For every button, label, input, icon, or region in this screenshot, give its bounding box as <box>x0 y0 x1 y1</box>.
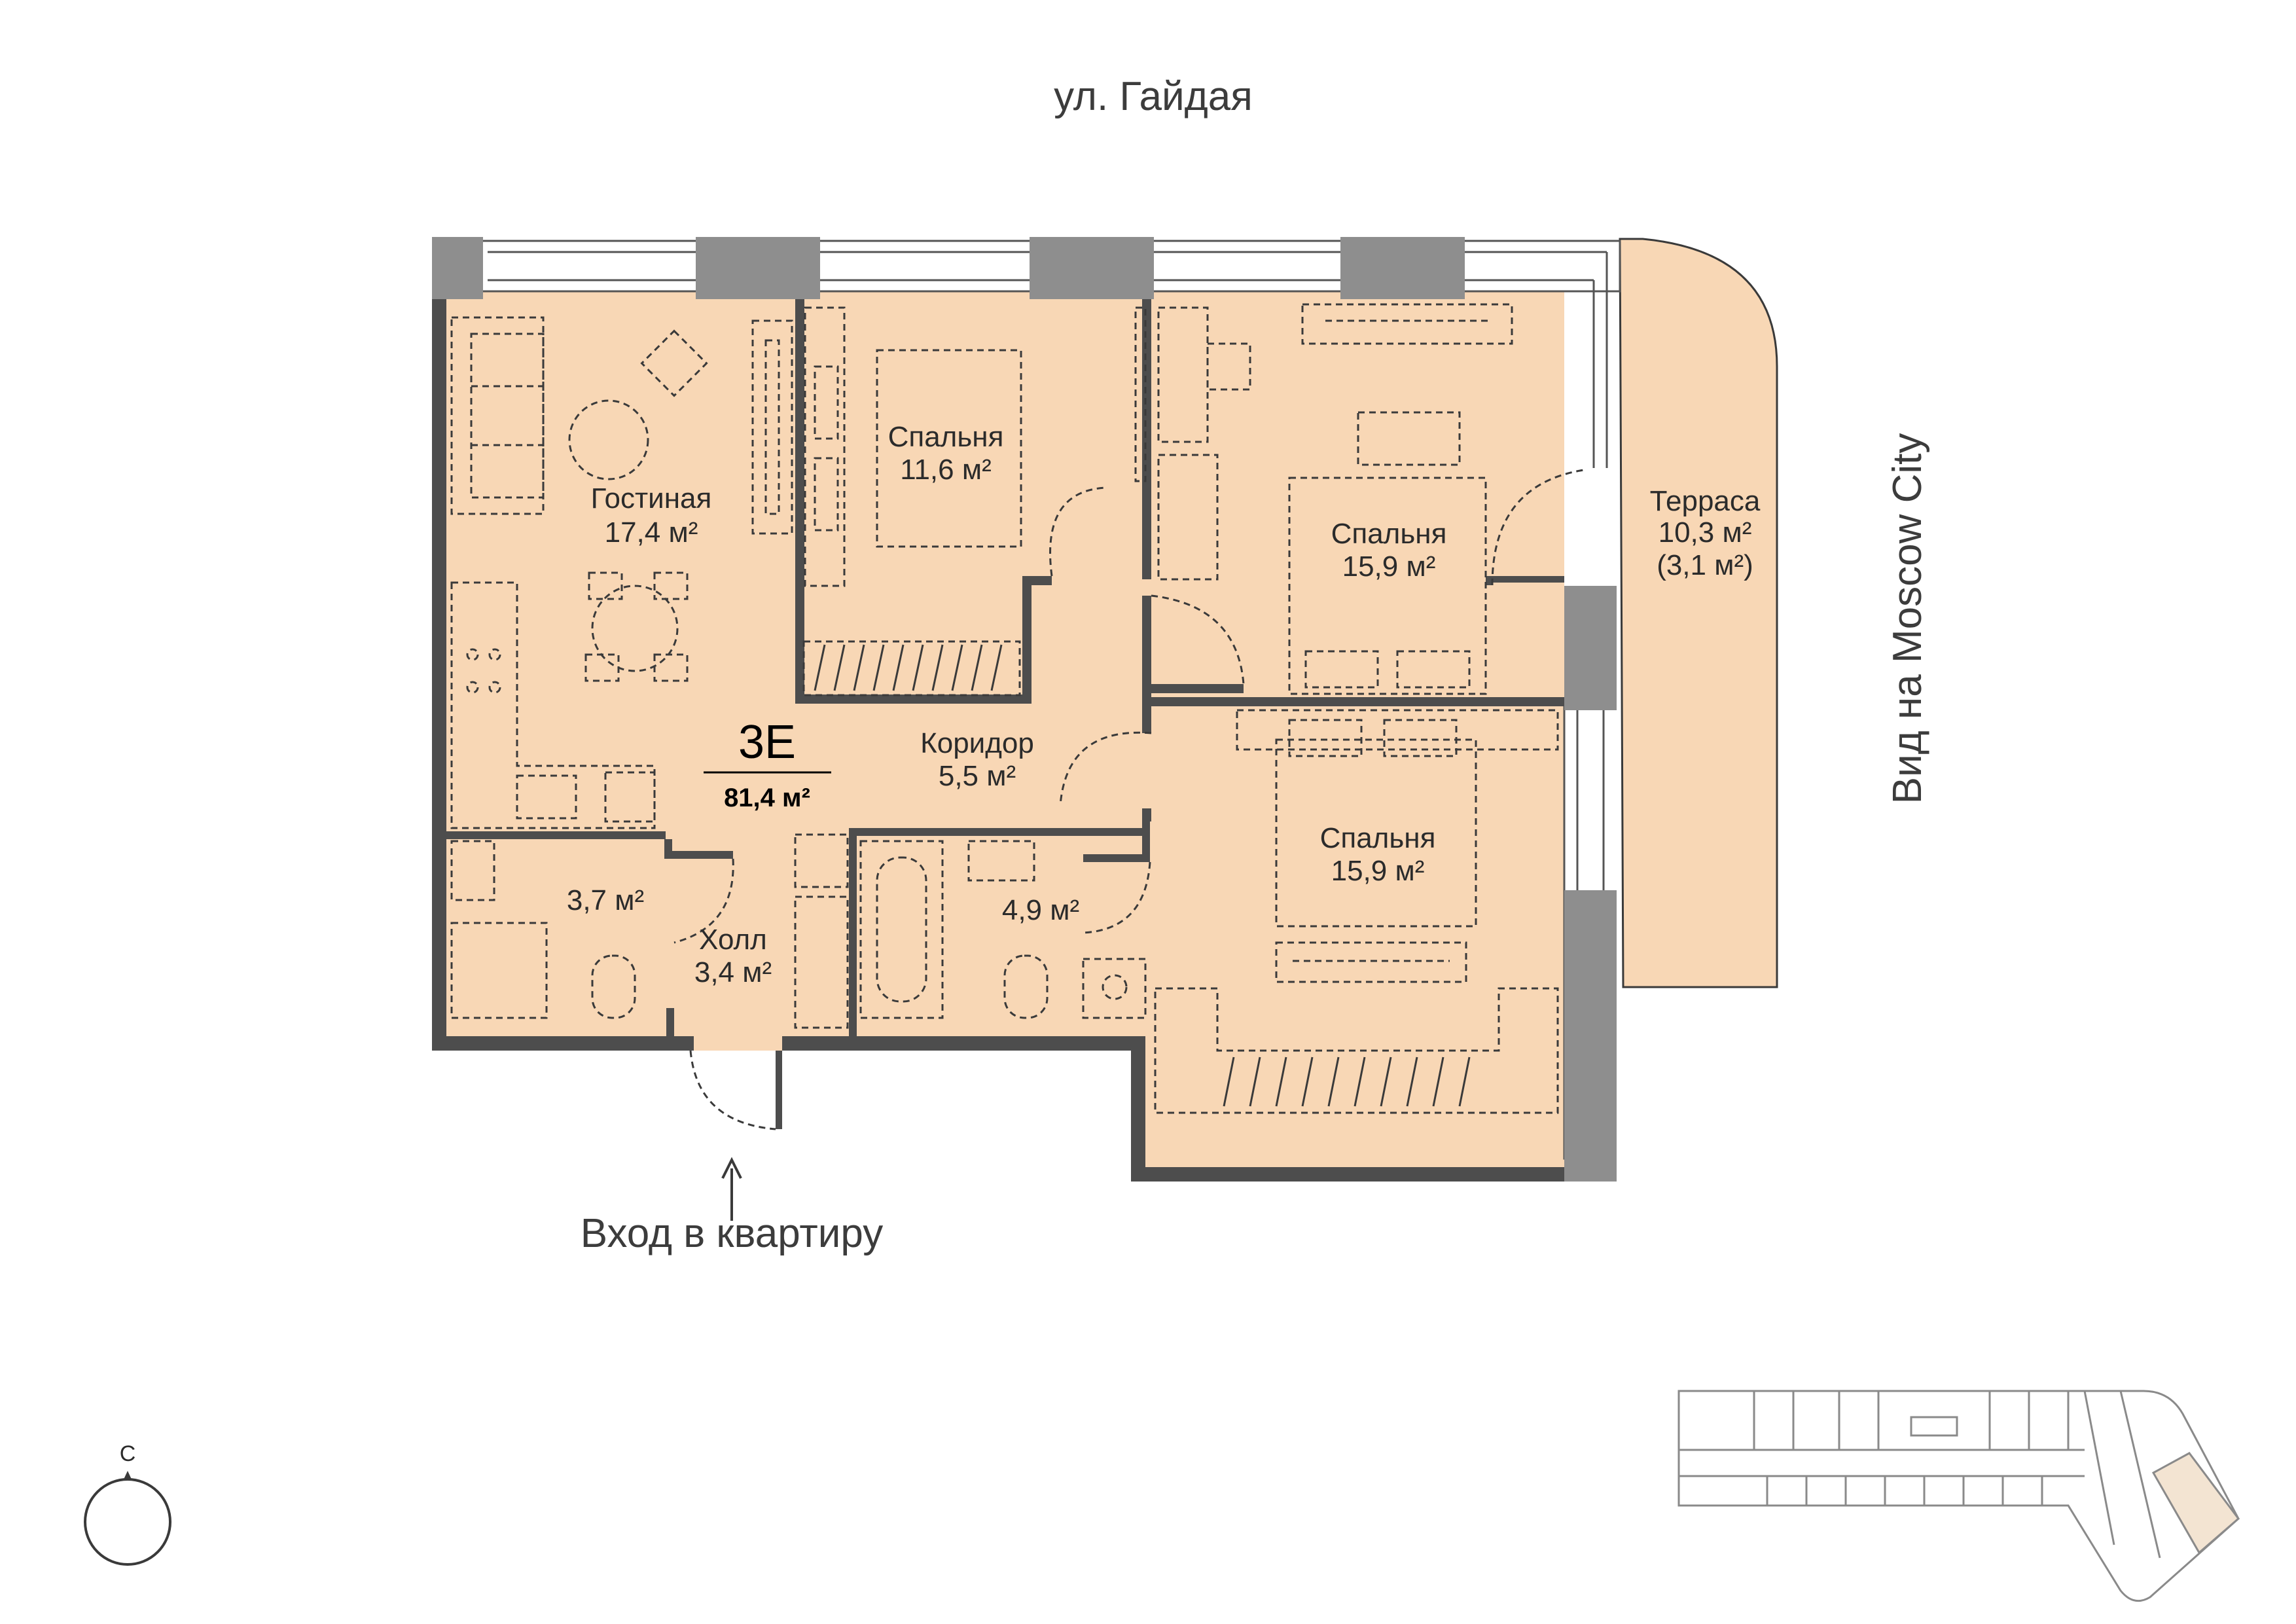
room-name-bedroom-2: Спальня <box>1331 518 1447 550</box>
furniture <box>450 303 1559 1114</box>
entrance-niche <box>691 1044 782 1051</box>
room-area-bathroom-1: 3,7 м² <box>567 884 644 916</box>
room-area-bedroom-3: 15,9 м² <box>1331 855 1425 887</box>
room-name-bedroom-3: Спальня <box>1320 822 1436 854</box>
room-area-bathroom-2: 4,9 м² <box>1002 894 1079 926</box>
doors <box>673 469 1585 1130</box>
room-name-bedroom-1: Спальня <box>888 421 1004 453</box>
building-key-plan <box>1677 1390 2240 1602</box>
room-name-living: Гостиная <box>591 482 712 514</box>
room-labels: Гостиная 17,4 м² Спальня 11,6 м² Спальня… <box>567 421 1761 988</box>
terrace-floor <box>1619 238 1778 988</box>
room-area-terrace: 10,3 м² <box>1659 516 1752 549</box>
entrance-marker: Вход в квартиру <box>581 1157 883 1256</box>
floor-areas <box>435 238 1778 1172</box>
room-area-bedroom-2: 15,9 м² <box>1342 550 1436 583</box>
room-area-terrace-secondary: (3,1 м²) <box>1657 549 1753 581</box>
hatch-marks <box>814 644 1471 1107</box>
walls <box>432 291 1566 1182</box>
room-area-corridor: 5,5 м² <box>939 760 1016 792</box>
street-label: ул. Гайдая <box>1054 74 1253 119</box>
room-name-terrace: Терраса <box>1650 485 1761 517</box>
key-plan-highlight <box>2151 1452 2240 1555</box>
pillars <box>432 237 1617 1182</box>
compass-label: С <box>120 1441 136 1466</box>
view-label: Вид на Moscow City <box>1885 433 1930 804</box>
room-area-living: 17,4 м² <box>605 516 698 549</box>
apartment-floor <box>435 291 1564 1172</box>
room-area-bedroom-1: 11,6 м² <box>900 454 992 486</box>
room-name-corridor: Коридор <box>920 727 1034 759</box>
compass: С <box>84 1441 171 1566</box>
apartment-code: 3E <box>738 716 796 768</box>
compass-circle-icon <box>84 1478 171 1566</box>
room-area-hall: 3,4 м² <box>694 956 772 988</box>
apartment-summary: 3E 81,4 м² <box>704 716 831 812</box>
apartment-total-area: 81,4 м² <box>724 784 810 812</box>
entrance-label: Вход в квартиру <box>581 1211 883 1256</box>
arrow-up-icon <box>721 1157 742 1179</box>
room-name-hall: Холл <box>699 924 767 956</box>
